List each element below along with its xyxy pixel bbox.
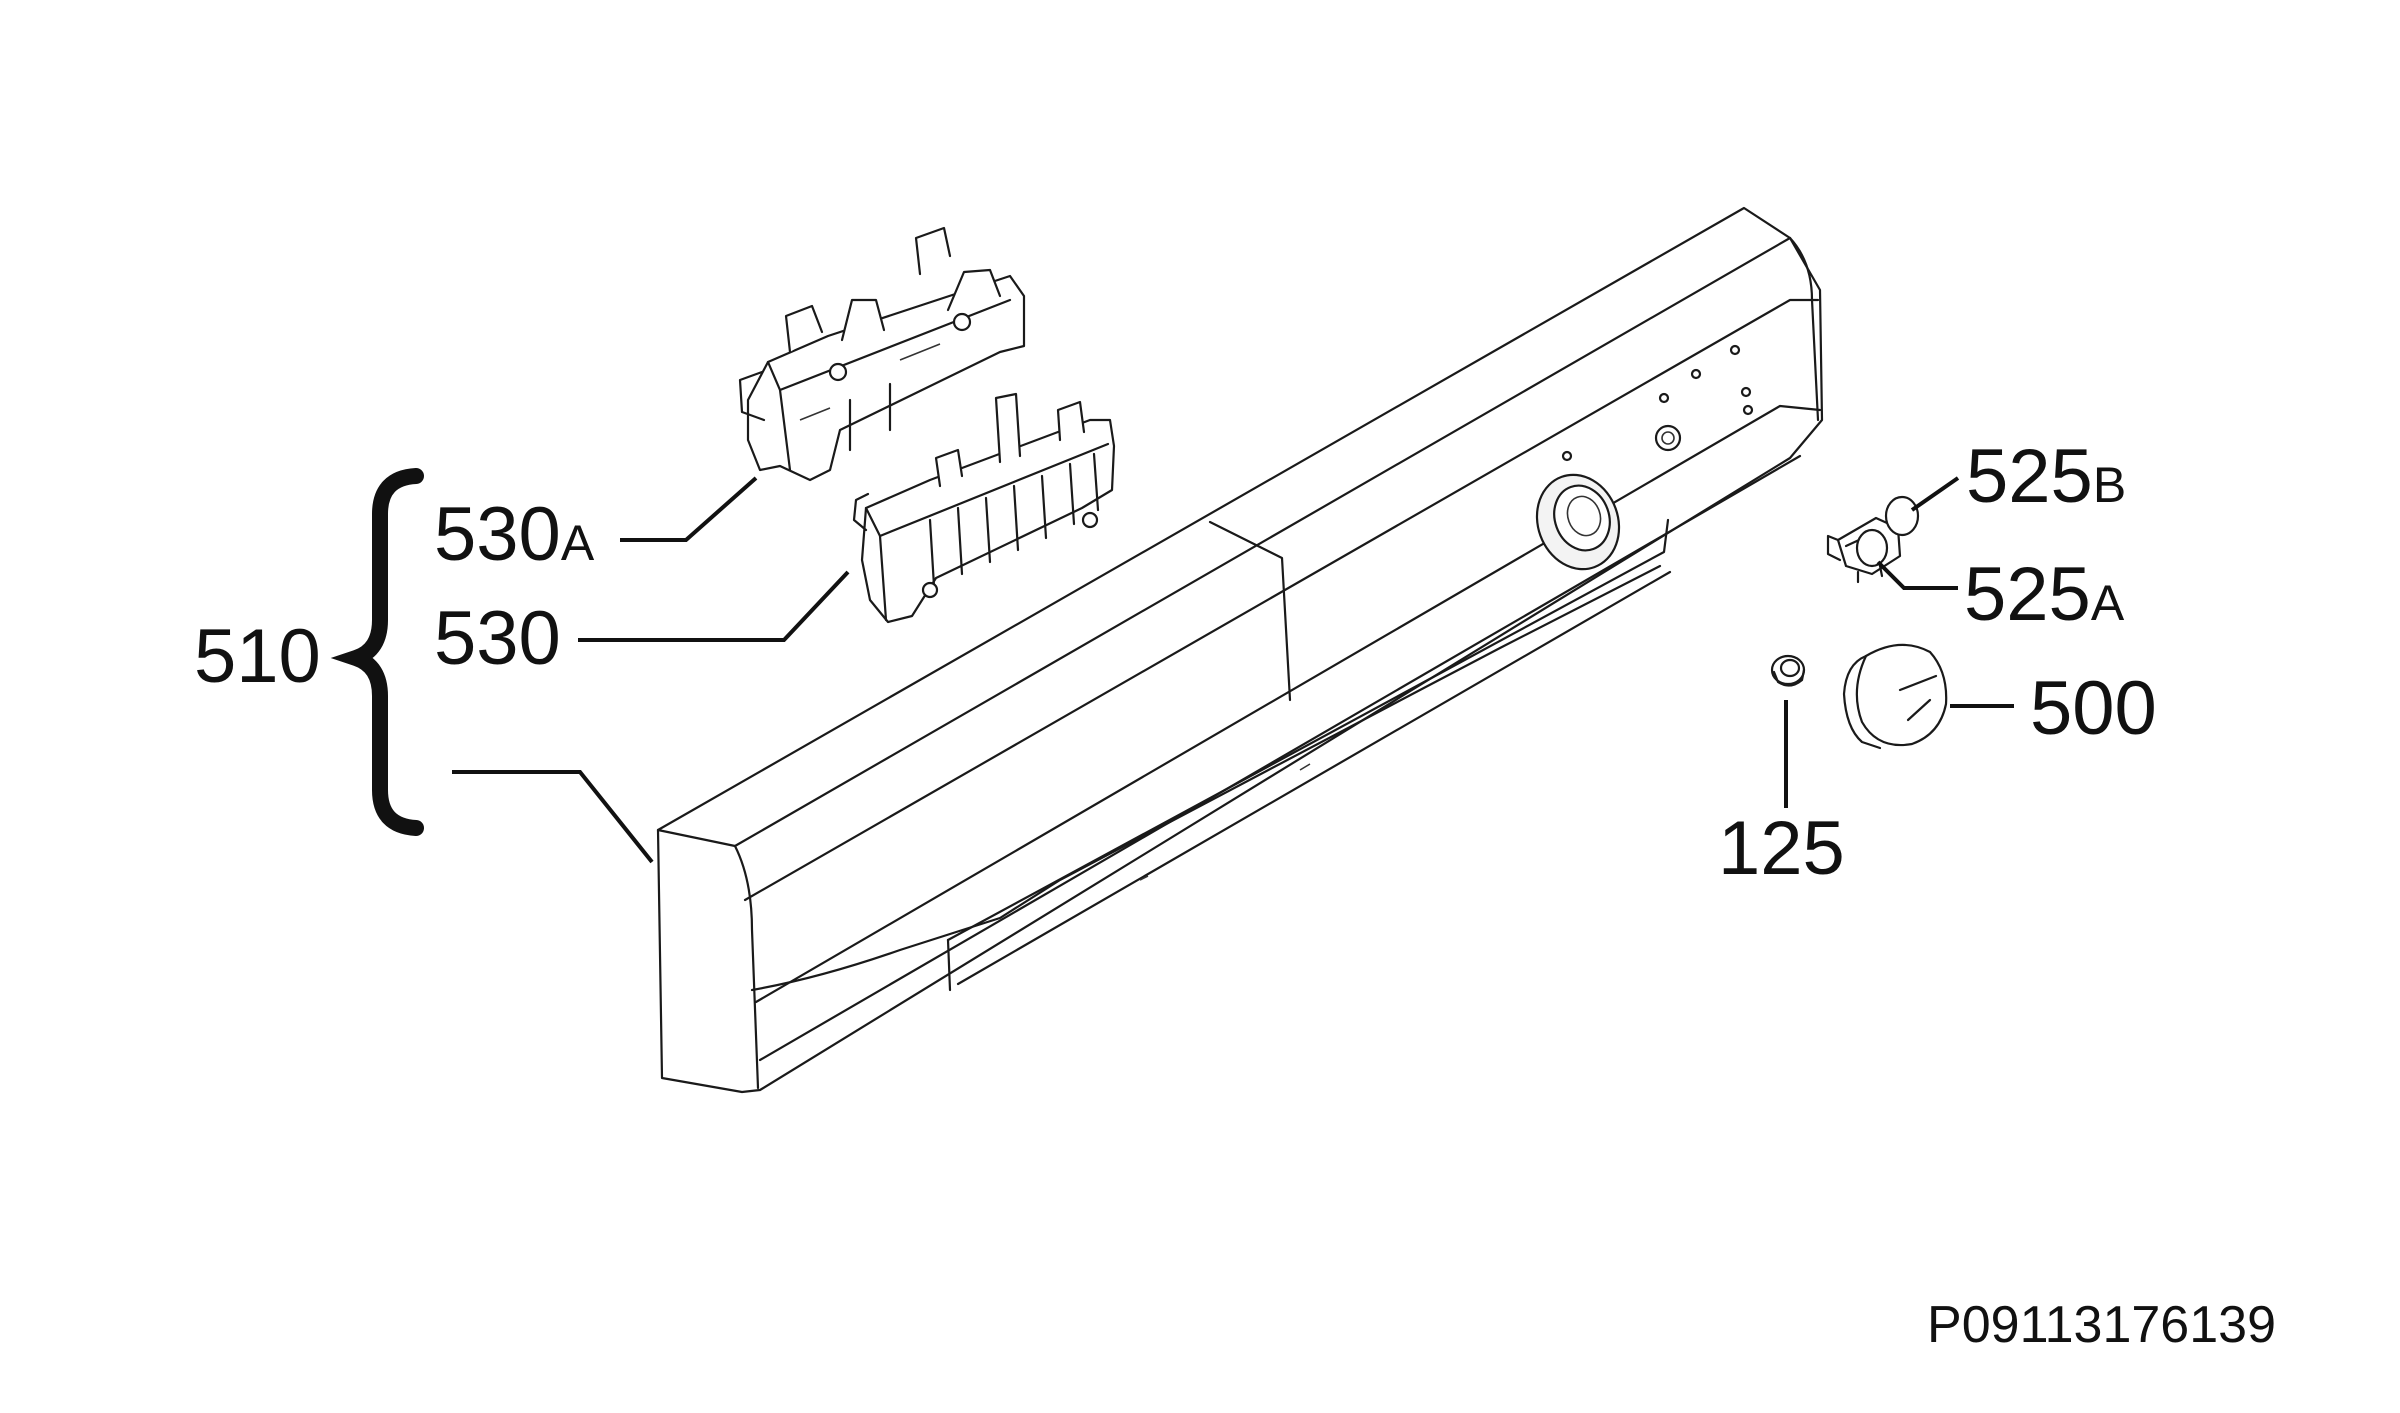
switch-525-part xyxy=(1826,495,1920,584)
curly-brace xyxy=(330,468,424,836)
document-code: P09113176139 xyxy=(1927,1296,2276,1354)
callout-510: 510 xyxy=(194,614,321,699)
spring-125-part xyxy=(1770,654,1806,687)
callout-530a: 530A xyxy=(434,492,595,577)
control-panel-part xyxy=(656,206,1824,1094)
leader-lines xyxy=(452,476,2014,864)
bracket-530a-part xyxy=(738,226,1026,482)
callout-500: 500 xyxy=(2030,666,2157,751)
callout-525b: 525B xyxy=(1966,434,2126,519)
bracket-530-part xyxy=(852,392,1116,624)
callout-525a: 525A xyxy=(1964,552,2125,637)
callout-530: 530 xyxy=(434,596,561,681)
knob-500-part xyxy=(1842,643,1948,750)
callout-125: 125 xyxy=(1718,806,1845,891)
